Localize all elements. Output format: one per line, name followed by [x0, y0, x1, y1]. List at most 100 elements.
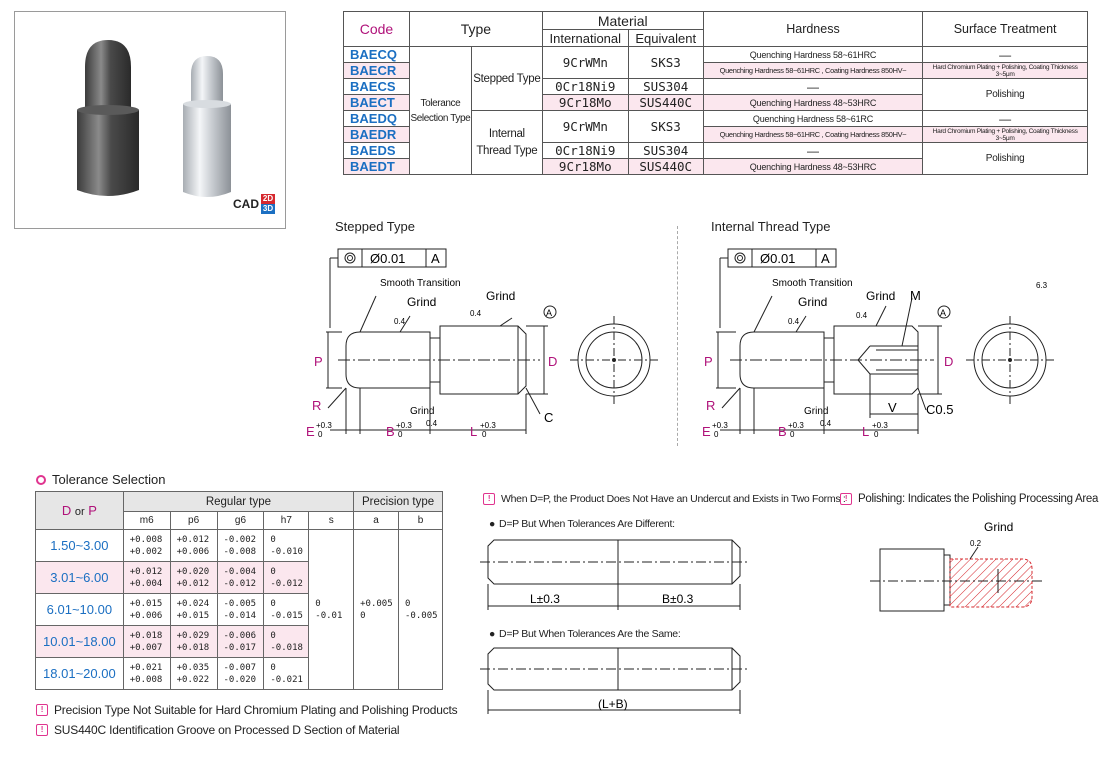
cad-3d-badge[interactable]: 3D	[261, 204, 275, 214]
hardness-cell: Quenching Hardness 58~61HRC	[702, 46, 924, 63]
m6-cell: +0.021+0.008	[122, 657, 171, 690]
dim-b: B	[778, 424, 787, 439]
g6-cell: -0.006-0.017	[216, 625, 265, 658]
roughness-label: 0.4	[426, 419, 438, 428]
tol-plus: +0.3	[396, 421, 412, 430]
header-code: Code	[343, 11, 410, 47]
range-cell[interactable]: 18.01~20.00	[35, 657, 124, 690]
range-cell[interactable]: 3.01~6.00	[35, 561, 124, 594]
surface-cell: Polishing	[922, 142, 1088, 175]
diff-note-text: D=P But When Tolerances Are Different:	[499, 518, 675, 530]
code-cell[interactable]: BAEDS	[343, 142, 410, 159]
intl-cell: 9Cr18Mo	[541, 158, 629, 175]
dp-note-text: When D=P, the Product Does Not Have an U…	[501, 493, 846, 505]
header-d: D	[61, 503, 72, 518]
divider	[677, 226, 678, 446]
header-equivalent: Equivalent	[627, 29, 704, 47]
dp-note: ! When D=P, the Product Does Not Have an…	[483, 493, 846, 505]
header-international: International	[541, 29, 629, 47]
dim-p: P	[704, 354, 713, 369]
dim-l: L	[470, 424, 477, 439]
dim-r: R	[706, 398, 715, 413]
sus-note: ! SUS440C Identification Groove on Proce…	[36, 723, 400, 737]
range-cell[interactable]: 1.50~3.00	[35, 529, 124, 562]
code-cell[interactable]: BAECQ	[343, 46, 410, 63]
polish-note-text: Polishing: Indicates the Polishing Proce…	[858, 493, 1099, 505]
datum-label: A	[431, 251, 440, 266]
code-cell[interactable]: BAECT	[343, 94, 410, 111]
dim-b-tol: B±0.3	[662, 592, 694, 606]
grind-label: Grind	[984, 520, 1013, 534]
sus-note-text: SUS440C Identification Groove on Process…	[54, 723, 400, 737]
diff-note: ● D=P But When Tolerances Are Different:	[489, 518, 675, 530]
tolerance-title-text: Tolerance Selection	[52, 472, 166, 487]
grind-label: Grind	[410, 406, 434, 417]
tol-zero: 0	[482, 430, 487, 439]
g6-cell: -0.004-0.012	[216, 561, 265, 594]
header-type: Type	[408, 11, 543, 47]
col-h7: h7	[263, 511, 310, 530]
dim-d: D	[548, 354, 557, 369]
header-p: P	[88, 503, 97, 518]
range-cell[interactable]: 10.01~18.00	[35, 625, 124, 658]
smooth-transition-label: Smooth Transition	[380, 278, 461, 289]
datum-marker: A	[546, 308, 552, 318]
h7-cell: 0-0.015	[263, 593, 310, 626]
pin-illustration	[77, 40, 231, 197]
tol-plus: +0.3	[480, 421, 496, 430]
col-g6: g6	[216, 511, 265, 530]
h7-cell: 0-0.010	[263, 529, 310, 562]
grind-label: Grind	[486, 289, 515, 303]
surface-cell: —	[922, 110, 1088, 127]
code-cell[interactable]: BAEDQ	[343, 110, 410, 127]
hardness-cell: Quenching Hardness 48~53HRC	[702, 94, 924, 111]
stepped-type-drawing: Ø0.01 A A Smooth Transition Grind Grind …	[306, 248, 658, 439]
tol-zero: 0	[874, 430, 879, 439]
stepped-type-cell: Stepped Type	[470, 46, 543, 111]
intl-cell: 9Cr18Mo	[541, 94, 629, 111]
alert-icon: !	[36, 704, 48, 716]
tol-plus: +0.3	[712, 421, 728, 430]
header-precision: Precision type	[353, 491, 443, 512]
tolerance-table: D or P Regular type Precision type m6 p6…	[35, 491, 443, 690]
equiv-cell: SKS3	[627, 46, 704, 79]
internal-thread-drawing: Ø0.01 A A Smooth Transition Grind Grind …	[702, 248, 1054, 439]
equiv-cell: SKS3	[627, 110, 704, 143]
roughness-02: 0.2	[970, 539, 982, 548]
header-regular: Regular type	[122, 491, 355, 512]
code-cell[interactable]: BAEDR	[343, 126, 410, 143]
m6-cell: +0.008+0.002	[122, 529, 171, 562]
grind-label: Grind	[798, 295, 827, 309]
cad-badge[interactable]: CAD 2D 3D	[233, 194, 275, 214]
p6-cell: +0.020+0.012	[169, 561, 218, 594]
concentricity-value: Ø0.01	[760, 251, 795, 266]
s-cell: 0-0.01	[308, 529, 355, 690]
stepped-type-title: Stepped Type	[335, 219, 415, 234]
roughness-label: 0.4	[470, 309, 482, 318]
p6-cell: +0.012+0.006	[169, 529, 218, 562]
code-cell[interactable]: BAEDT	[343, 158, 410, 175]
tol-zero: 0	[398, 430, 403, 439]
grind-label: Grind	[804, 406, 828, 417]
col-p6: p6	[169, 511, 218, 530]
code-cell[interactable]: BAECS	[343, 78, 410, 95]
roughness-label: 0.4	[820, 419, 832, 428]
dim-d: D	[944, 354, 953, 369]
code-cell[interactable]: BAECR	[343, 62, 410, 79]
product-photo: CAD 2D 3D	[14, 11, 286, 229]
range-cell[interactable]: 6.01~10.00	[35, 593, 124, 626]
equiv-cell: SUS304	[627, 142, 704, 159]
surface-cell: Hard Chromium Plating + Polishing, Coati…	[922, 62, 1088, 79]
bullet-icon	[36, 474, 46, 485]
internal-thread-title: Internal Thread Type	[711, 219, 831, 234]
roughness-63: 6.3	[1036, 281, 1048, 290]
intl-cell: 0Cr18Ni9	[541, 142, 629, 159]
hardness-cell: Quenching Hardness 58~61RC	[702, 110, 924, 127]
bullet-icon: ●	[489, 518, 496, 530]
surface-cell: Hard Chromium Plating + Polishing, Coati…	[922, 126, 1088, 143]
col-a: a	[353, 511, 400, 530]
datum-label: A	[821, 251, 830, 266]
header-d-or-p: D or P	[35, 491, 124, 530]
header-hardness: Hardness	[702, 11, 924, 47]
cad-2d-badge[interactable]: 2D	[261, 194, 275, 204]
